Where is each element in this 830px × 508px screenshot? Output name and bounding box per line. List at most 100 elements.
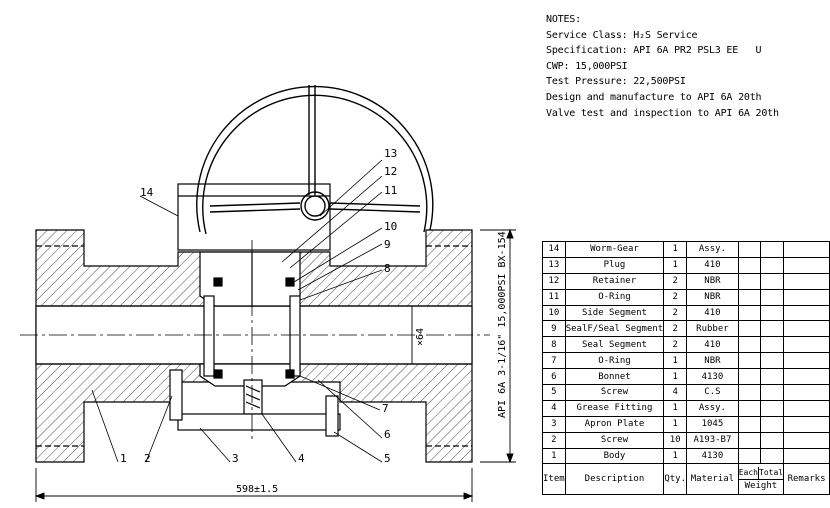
bom-cell-qty: 2 [663,288,688,306]
bom-cell-item: 11 [542,288,566,306]
bom-header-each: Each [738,466,759,479]
bom-cell-total [760,415,785,433]
balloon-3: 3 [232,452,239,465]
bom-header-total: Total [759,467,784,477]
bom-cell-remarks [783,415,830,433]
bore-dimension: ×64 [415,328,426,346]
bom-cell-qty: 1 [663,368,688,386]
bom-cell-description: Screw [564,384,665,401]
balloon-6: 6 [384,428,391,441]
bom-cell-description: Grease Fitting [564,399,665,417]
bom-cell-total [760,368,785,386]
bom-cell-remarks [783,288,830,306]
bom-cell-material: NBR [686,272,739,290]
bom-cell-material: Assy. [686,241,739,258]
bom-cell-item: 10 [542,304,566,322]
bom-cell-item: 6 [542,368,566,386]
bom-cell-qty: 2 [663,320,688,338]
bom-cell-material: 410 [686,336,739,354]
bom-cell-qty: 1 [663,399,688,417]
bom-cell-each [737,352,762,370]
balloon-13: 13 [384,147,397,160]
bom-cell-description: Seal Segment [564,336,665,354]
bom-cell-item: 2 [542,431,566,449]
bom-cell-item: 8 [542,336,566,354]
bom-cell-each [737,304,762,322]
bom-cell-description: Retainer [564,272,665,290]
bom-cell-total [760,241,785,258]
bom-cell-each [737,241,762,258]
handwheel [196,85,434,235]
bom-cell-remarks [783,384,830,401]
balloon-12: 12 [384,165,397,178]
bom-cell-each [737,272,762,290]
bom-cell-remarks [783,304,830,322]
bom-cell-description: Screw [564,431,665,449]
bom-cell-each [737,399,762,417]
bom-header-remarks: Remarks [783,463,830,496]
bom-cell-qty: 2 [663,272,688,290]
bom-cell-material: NBR [686,288,739,306]
balloon-10: 10 [384,220,397,233]
balloon-11: 11 [384,184,397,197]
leader-lines [91,159,383,463]
bom-header-material: Material [686,463,739,496]
bom-cell-each [737,256,762,274]
bom-cell-total [760,272,785,290]
bom-cell-qty: 1 [663,415,688,433]
balloon-labels: 1 2 3 4 5 6 7 8 9 10 11 12 13 14 [120,147,397,465]
bom-cell-qty: 1 [663,447,688,465]
bom-cell-item: 4 [542,399,566,417]
bom-cell-total [760,431,785,449]
bom-header-weight-label: Weight [744,480,778,491]
bom-cell-item: 7 [542,352,566,370]
balloon-2: 2 [144,452,151,465]
bom-cell-description: SealF/Seal Segment [564,320,665,338]
bom-cell-material: 4130 [686,368,739,386]
bom-cell-remarks [783,431,830,449]
bom-cell-qty: 2 [663,304,688,322]
balloon-5: 5 [384,452,391,465]
bom-cell-each [737,336,762,354]
bom-cell-total [760,384,785,401]
bom-cell-total [760,399,785,417]
note-line: CWP: 15,000PSI [546,60,628,72]
bom-header-qty: Qty. [663,463,688,496]
note-line: Service Class: H₂S Service [546,29,698,41]
bom-cell-material: C.S [686,384,739,401]
bom-cell-remarks [783,241,830,258]
bom-cell-remarks [783,352,830,370]
bom-cell-material: 410 [686,256,739,274]
bom-cell-material: 1045 [686,415,739,433]
dimension-lines [34,228,516,502]
bom-cell-description: Side Segment [564,304,665,322]
bom-cell-qty: 10 [663,431,688,449]
bom-cell-item: 14 [542,241,566,258]
bom-cell-item: 12 [542,272,566,290]
bom-cell-description: O-Ring [564,352,665,370]
bom-cell-qty: 1 [663,256,688,274]
bom-cell-total [760,256,785,274]
balloon-8: 8 [384,262,391,275]
balloon-7: 7 [382,402,389,415]
balloon-9: 9 [384,238,391,251]
bom-cell-remarks [783,256,830,274]
bom-cell-each [737,447,762,465]
bom-cell-description: O-Ring [564,288,665,306]
notes-heading: NOTES: [546,14,581,25]
bom-cell-description: Bonnet [564,368,665,386]
bom-cell-item: 9 [542,320,566,338]
bom-cell-each [737,320,762,338]
bom-cell-qty: 4 [663,384,688,401]
